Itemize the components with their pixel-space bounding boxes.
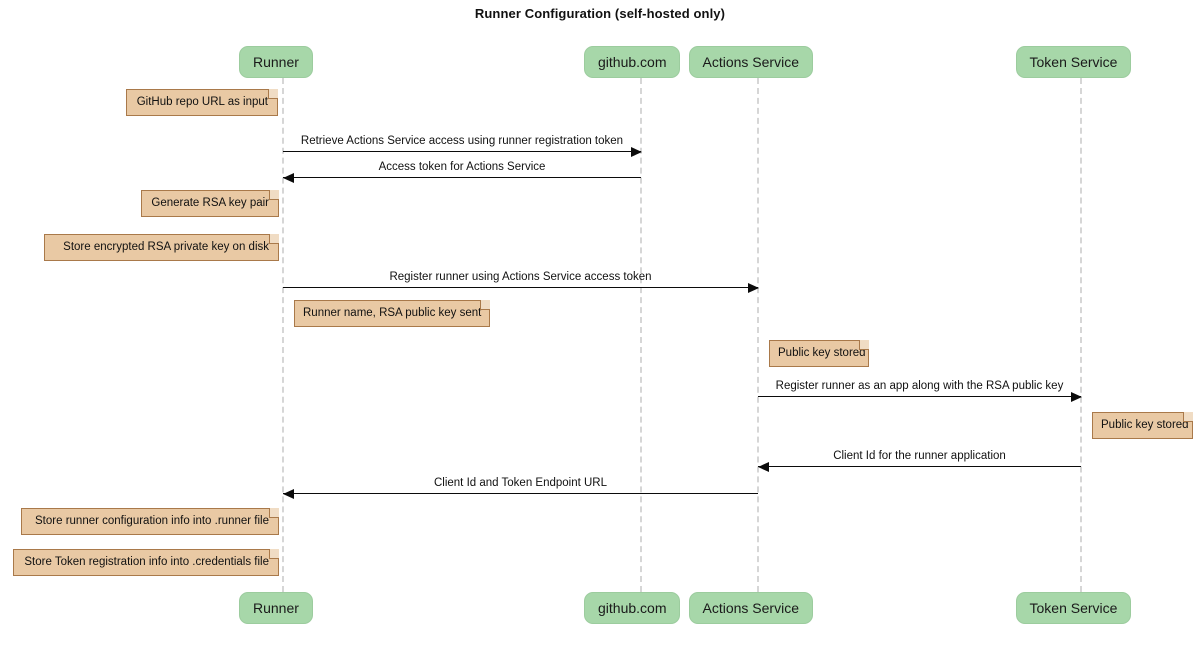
participant-actions-top[interactable]: Actions Service	[688, 46, 813, 78]
message-line-1	[283, 151, 641, 152]
note-5: Public key stored	[769, 340, 869, 367]
note-fold-corner-icon	[859, 340, 869, 350]
participant-actions-bottom[interactable]: Actions Service	[688, 592, 813, 624]
note-fold-corner-icon	[1183, 412, 1193, 422]
participant-token-top[interactable]: Token Service	[1015, 46, 1132, 78]
note-8: Store Token registration info into .cred…	[13, 549, 279, 576]
participant-runner-top[interactable]: Runner	[239, 46, 313, 78]
note-2: Generate RSA key pair	[141, 190, 279, 217]
note-7: Store runner configuration info into .ru…	[21, 508, 279, 535]
message-label-6: Client Id and Token Endpoint URL	[433, 477, 608, 489]
lifeline-token	[1080, 78, 1082, 592]
message-label-5: Client Id for the runner application	[833, 450, 1006, 462]
arrowhead-left-6	[283, 488, 294, 499]
page-title: Runner Configuration (self-hosted only)	[474, 6, 726, 21]
note-fold-corner-icon	[269, 190, 279, 200]
arrowhead-left-5	[758, 461, 769, 472]
participant-runner-bottom[interactable]: Runner	[239, 592, 313, 624]
message-label-4: Register runner as an app along with the…	[775, 380, 1064, 392]
arrowhead-right-4	[1071, 391, 1082, 402]
lifeline-github	[640, 78, 642, 592]
note-label: Store encrypted RSA private key on disk	[63, 241, 269, 253]
message-line-4	[758, 396, 1081, 397]
participant-github-top[interactable]: github.com	[584, 46, 681, 78]
message-line-6	[283, 493, 758, 494]
note-fold-corner-icon	[480, 300, 490, 310]
message-label-1: Retrieve Actions Service access using ru…	[300, 135, 624, 147]
note-3: Store encrypted RSA private key on disk	[44, 234, 279, 261]
participant-github-bottom[interactable]: github.com	[584, 592, 681, 624]
message-line-5	[758, 466, 1081, 467]
note-label: Public key stored	[778, 347, 866, 359]
message-line-2	[283, 177, 641, 178]
message-label-2: Access token for Actions Service	[378, 161, 546, 173]
note-label: Runner name, RSA public key sent	[303, 307, 482, 319]
note-label: Public key stored	[1101, 419, 1189, 431]
note-fold-corner-icon	[269, 234, 279, 244]
note-label: Store runner configuration info into .ru…	[35, 515, 269, 527]
note-1: GitHub repo URL as input	[126, 89, 278, 116]
note-label: Store Token registration info into .cred…	[24, 556, 269, 568]
arrowhead-left-2	[283, 172, 294, 183]
note-fold-corner-icon	[269, 549, 279, 559]
arrowhead-right-3	[748, 282, 759, 293]
note-4: Runner name, RSA public key sent	[294, 300, 490, 327]
note-fold-corner-icon	[268, 89, 278, 99]
note-label: Generate RSA key pair	[151, 197, 269, 209]
lifeline-actions	[757, 78, 759, 592]
arrowhead-right-1	[631, 146, 642, 157]
message-line-3	[283, 287, 758, 288]
note-fold-corner-icon	[269, 508, 279, 518]
note-6: Public key stored	[1092, 412, 1193, 439]
lifeline-runner	[282, 78, 284, 592]
message-label-3: Register runner using Actions Service ac…	[389, 271, 652, 283]
note-label: GitHub repo URL as input	[136, 96, 268, 108]
participant-token-bottom[interactable]: Token Service	[1015, 592, 1132, 624]
